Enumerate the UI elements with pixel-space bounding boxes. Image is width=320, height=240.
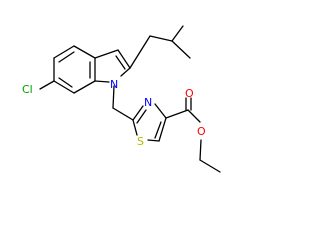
bond xyxy=(171,40,191,59)
ethyl-ester-group xyxy=(165,97,221,173)
carbonyl-oxygen-label: O xyxy=(185,87,194,100)
bond xyxy=(132,105,144,121)
bond xyxy=(112,107,134,121)
bond xyxy=(158,117,167,142)
indole-benzene-ring xyxy=(53,45,96,94)
bond xyxy=(94,80,110,83)
bond xyxy=(117,49,131,69)
bond xyxy=(154,103,167,119)
double-bond-inner xyxy=(58,51,75,63)
double-bond-inner xyxy=(154,121,162,139)
thiazole-sulfur-label: S xyxy=(137,135,144,148)
bond xyxy=(165,109,189,119)
bond xyxy=(199,139,202,161)
bond xyxy=(120,67,131,77)
methylene-linker xyxy=(112,85,134,121)
bond xyxy=(53,80,75,94)
bond xyxy=(149,35,173,42)
bond xyxy=(129,35,151,69)
double-bond-inner xyxy=(115,55,126,70)
bond xyxy=(94,49,119,59)
thiazole-ring xyxy=(132,103,167,142)
bond xyxy=(199,159,221,173)
bond xyxy=(147,139,160,142)
bond xyxy=(53,45,75,59)
indole-nitrogen-label: N xyxy=(110,78,118,91)
bond xyxy=(112,85,115,109)
chlorine-label: Cl xyxy=(22,83,33,96)
bond xyxy=(132,119,138,136)
bond xyxy=(171,25,184,42)
double-bond-inner xyxy=(58,77,73,88)
bond xyxy=(187,109,201,123)
double-bond-outer xyxy=(136,109,147,124)
bond xyxy=(73,45,96,59)
ester-oxygen-label: O xyxy=(197,125,206,138)
thiazole-nitrogen-label: N xyxy=(144,96,152,109)
isobutyl-group xyxy=(129,25,191,69)
bond-to-chlorine xyxy=(39,80,55,90)
bond xyxy=(73,80,96,94)
molecule-structure: Cl N N S O O xyxy=(22,25,221,173)
indole-pyrrole-ring xyxy=(94,49,131,83)
